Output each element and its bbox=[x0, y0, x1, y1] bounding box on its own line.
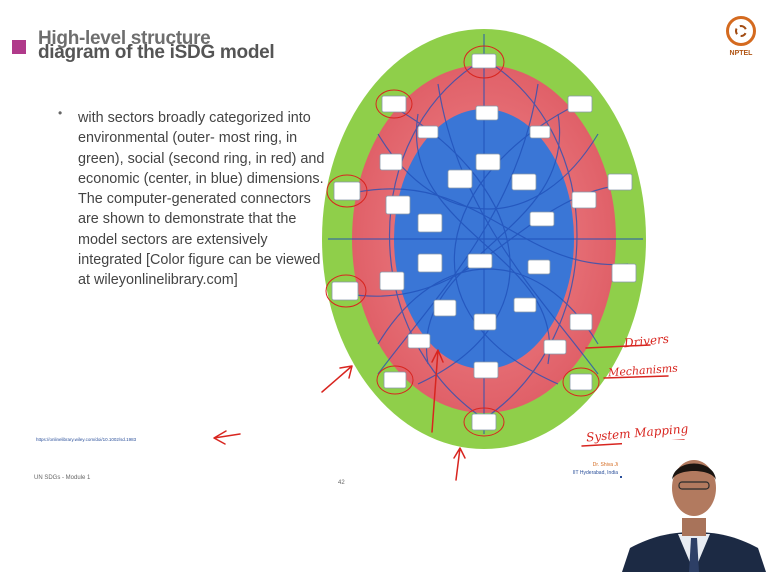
sector-node bbox=[471, 53, 497, 69]
sector-node bbox=[611, 263, 637, 283]
sector-node bbox=[379, 271, 405, 291]
sector-node bbox=[513, 297, 537, 313]
sector-node bbox=[473, 361, 499, 379]
reference-link[interactable]: https://onlinelibrary.wiley.com/doi/10.1… bbox=[36, 437, 137, 442]
title-line-2: diagram of the iSDG model bbox=[38, 42, 275, 63]
bullet-dot-icon: • bbox=[58, 106, 63, 120]
sector-node bbox=[475, 105, 499, 121]
sector-node bbox=[331, 281, 359, 301]
presenter-glasses bbox=[678, 481, 710, 490]
pen-arrow bbox=[213, 430, 241, 445]
sector-node bbox=[569, 313, 593, 331]
title-bullet-icon bbox=[12, 40, 26, 54]
isdg-structure-diagram bbox=[322, 29, 646, 449]
presenter-tie bbox=[689, 538, 699, 572]
sector-node bbox=[383, 371, 407, 389]
sector-nodes bbox=[331, 53, 637, 431]
sector-node bbox=[543, 339, 567, 355]
bullet-text: with sectors broadly categorized into en… bbox=[78, 110, 325, 289]
sector-node bbox=[527, 259, 551, 275]
sector-node bbox=[333, 181, 361, 201]
sector-node bbox=[529, 125, 551, 139]
sector-node bbox=[417, 253, 443, 273]
presenter-video bbox=[622, 440, 766, 572]
sector-node bbox=[471, 413, 497, 431]
sector-node bbox=[407, 333, 431, 349]
footer-course-label: UN SDGs - Module 1 bbox=[34, 475, 91, 481]
page-number: 42 bbox=[338, 480, 345, 486]
credit-name: Dr. Shiva Ji bbox=[592, 462, 618, 468]
presenter-credit: Dr. Shiva Ji IIT Hyderabad, India bbox=[528, 462, 618, 476]
sector-node bbox=[417, 213, 443, 233]
nptel-logo: NPTEL bbox=[722, 16, 760, 57]
sector-node bbox=[381, 95, 407, 113]
presenter-head bbox=[672, 460, 716, 516]
presenter-hair bbox=[672, 463, 716, 480]
credit-institute: IIT Hyderabad, India bbox=[572, 470, 618, 476]
sector-node bbox=[511, 173, 537, 191]
sector-node bbox=[571, 191, 597, 209]
circled-nodes bbox=[325, 45, 600, 437]
sector-node bbox=[417, 125, 439, 139]
sector-node bbox=[567, 95, 593, 113]
title-line-1: High-level structure bbox=[38, 28, 211, 49]
presenter-neck bbox=[682, 518, 706, 536]
sector-node bbox=[473, 313, 497, 331]
sector-node bbox=[529, 211, 555, 227]
sector-node bbox=[467, 253, 493, 269]
nptel-wheel-icon bbox=[726, 16, 756, 46]
sector-node bbox=[433, 299, 457, 317]
sector-node bbox=[447, 169, 473, 189]
sector-node bbox=[569, 373, 593, 391]
sector-node bbox=[607, 173, 633, 191]
sector-node bbox=[385, 195, 411, 215]
sector-node bbox=[379, 153, 403, 171]
logo-text: NPTEL bbox=[729, 50, 753, 57]
sector-node bbox=[475, 153, 501, 171]
